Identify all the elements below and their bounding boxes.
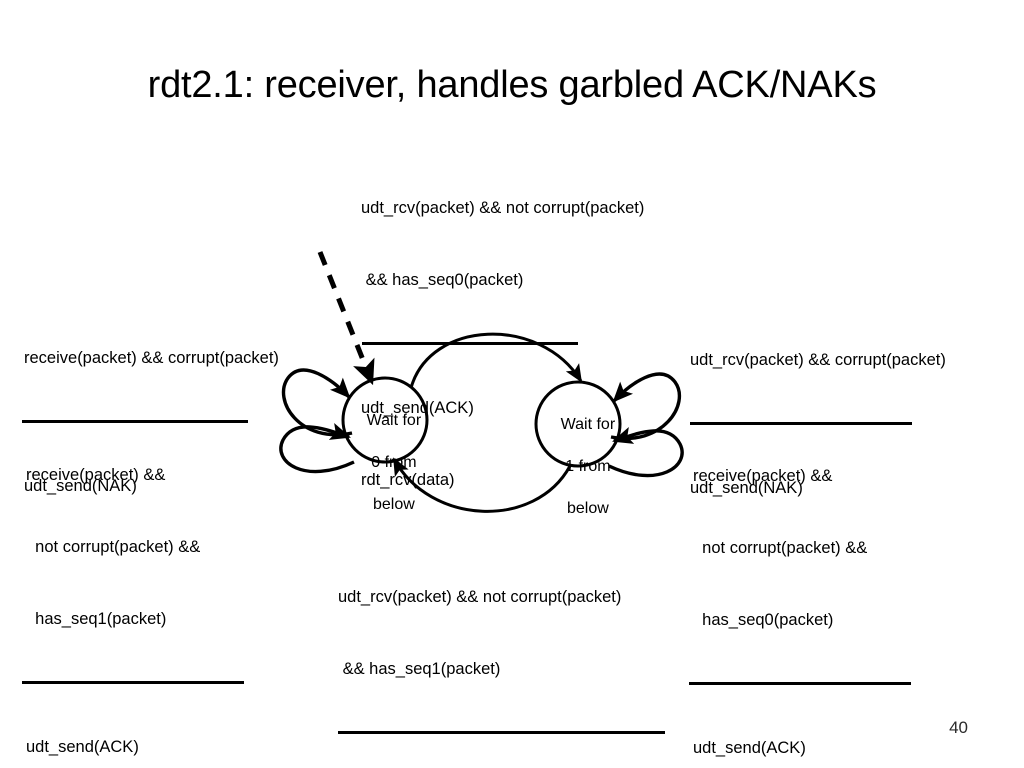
right-bottom-action-line1: udt_send(ACK) [693,739,806,757]
top-divider [362,342,578,345]
right-top-divider [690,422,912,425]
right-top-action-line1: udt_send(NAK) [690,479,803,497]
right-top-condition-line1: udt_rcv(packet) && corrupt(packet) [690,351,946,369]
transition-label-top: udt_rcv(packet) && not corrupt(packet) &… [361,148,701,540]
state-circle-wait-for-0 [341,376,429,464]
top-action-line2: rdt_rcv(data) [361,471,455,489]
left-top-divider [22,420,248,423]
self-loop-state1-upper [610,372,682,441]
left-top-action-line1: udt_send(NAK) [24,477,137,495]
left-top-condition-line1: receive(packet) && corrupt(packet) [24,349,279,367]
left-bottom-condition-line3: has_seq1(packet) [26,610,167,628]
self-loop-state0-lower [279,423,355,474]
self-loop-state1-lower [608,427,684,478]
transition-label-left-top: receive(packet) && corrupt(packet) udt_s… [22,298,324,546]
left-bottom-condition-line2: not corrupt(packet) && [26,538,201,556]
top-condition-line1: udt_rcv(packet) && not corrupt(packet) [361,199,645,217]
right-bottom-condition-line1: receive(packet) && [693,467,833,485]
bottom-condition-line1: udt_rcv(packet) && not corrupt(packet) [338,588,622,606]
transition-label-left-bottom: receive(packet) && not corrupt(packet) &… [22,415,306,768]
transition-arc-top [409,332,583,389]
transition-label-right-bottom: receive(packet) && not corrupt(packet) &… [689,416,973,768]
right-bottom-condition-line3: has_seq0(packet) [693,611,834,629]
page-number: 40 [949,718,968,737]
left-bottom-action-line1: udt_send(ACK) [26,738,139,756]
top-condition-line2: && has_seq0(packet) [361,271,524,289]
transition-arc-bottom [392,457,572,513]
transition-label-bottom: udt_rcv(packet) && not corrupt(packet) &… [338,537,698,768]
self-loop-state0-upper [281,368,353,437]
left-bottom-divider [22,681,244,684]
transition-label-right-top: udt_rcv(packet) && corrupt(packet) udt_s… [690,300,1010,548]
page-title: rdt2.1: receiver, handles garbled ACK/NA… [147,64,877,106]
bottom-divider [338,731,665,734]
right-bottom-divider [689,682,911,685]
right-bottom-condition-line2: not corrupt(packet) && [693,539,868,557]
left-bottom-condition-line1: receive(packet) && [26,466,166,484]
top-action-line1: udt_send(ACK) [361,399,474,417]
bottom-condition-line2: && has_seq1(packet) [338,660,501,678]
